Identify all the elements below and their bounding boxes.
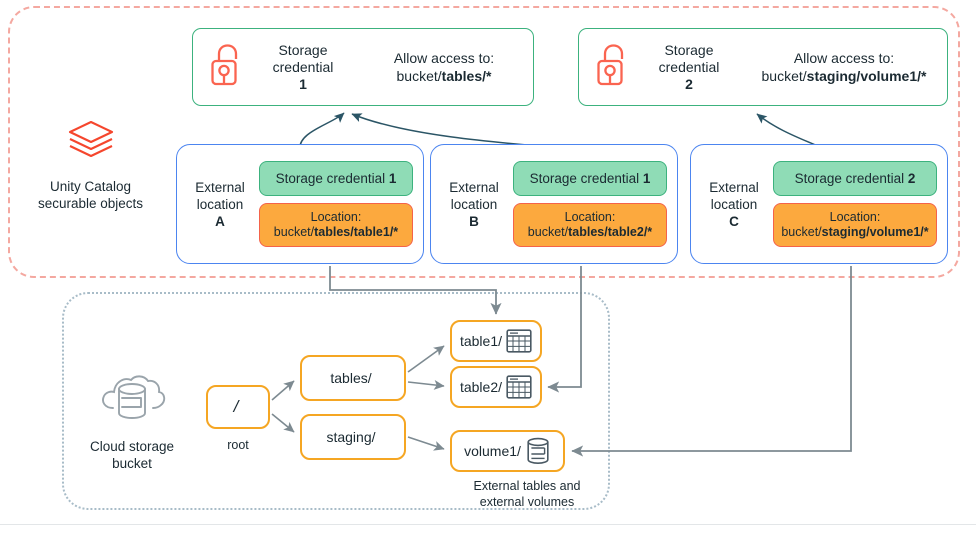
external-location-label-a: External location A [181, 179, 259, 230]
external-location-label-b: External location B [435, 179, 513, 230]
location-chip-bold-a: tables/table1/* [314, 225, 399, 239]
cloud-storage-legend: Cloud storage bucket [52, 368, 212, 472]
location-chip-path-c: bucket/staging/volume1/* [778, 225, 932, 240]
location-chip-label-b: Location: [564, 210, 616, 224]
databricks-layers-icon [18, 118, 163, 169]
bucket-root-caption: root [227, 438, 249, 452]
bucket-node-root-label: / [233, 397, 239, 416]
location-chip-prefix-c: bucket/ [781, 225, 822, 239]
external-location-name-b: B [469, 213, 479, 229]
table-grid-icon [506, 329, 532, 353]
location-chip-prefix-b: bucket/ [527, 225, 569, 239]
table-grid-icon [506, 375, 532, 399]
credential-path-prefix-1: bucket/ [396, 68, 442, 84]
credential-path-prefix-2: bucket/ [761, 68, 807, 84]
credential-title-1: Storage credential 1 [251, 42, 355, 93]
location-chip-prefix-a: bucket/ [273, 225, 315, 239]
credential-allow-block-1: Allow access to: bucket/tables/* [355, 49, 533, 85]
location-chip-c[interactable]: Location: bucket/staging/volume1/* [773, 203, 937, 247]
location-chip-bold-b: tables/table2/* [568, 225, 653, 239]
external-location-line1: External [195, 179, 245, 195]
open-padlock-icon [209, 43, 243, 92]
bucket-node-volume1[interactable]: volume1/ [450, 430, 565, 472]
credential-chip-prefix-a: Storage credential [275, 171, 389, 186]
credential-allow-path-1: bucket/tables/* [363, 67, 525, 85]
external-location-stack-c: Storage credential 2 Location: bucket/st… [773, 152, 947, 256]
storage-credential-card-2[interactable]: Storage credential 2 Allow access to: bu… [578, 28, 948, 106]
cloud-database-icon [52, 368, 212, 429]
open-padlock-icon [595, 43, 629, 92]
unity-catalog-legend-line1: Unity Catalog [49, 179, 132, 194]
external-location-label-c: External location C [695, 179, 773, 230]
credential-number-2: 2 [685, 75, 693, 92]
external-location-stack-a: Storage credential 1 Location: bucket/ta… [259, 152, 423, 256]
bucket-node-table2-label: table2/ [459, 379, 503, 395]
location-chip-b[interactable]: Location: bucket/tables/table2/* [513, 203, 667, 247]
bucket-node-tables[interactable]: tables/ [300, 355, 406, 401]
credential-chip-number-c: 2 [907, 171, 916, 186]
external-location-stack-b: Storage credential 1 Location: bucket/ta… [513, 152, 677, 256]
bucket-node-table2[interactable]: table2/ [450, 366, 542, 408]
credential-chip-c[interactable]: Storage credential 2 [773, 161, 937, 196]
credential-chip-number-b: 1 [642, 171, 651, 186]
bottom-divider [0, 524, 976, 525]
location-chip-path-b: bucket/tables/table2/* [518, 225, 662, 240]
credential-chip-a[interactable]: Storage credential 1 [259, 161, 413, 196]
external-tables-volumes-caption: External tables and external volumes [432, 478, 622, 510]
external-location-card-c[interactable]: External location C Storage credential 2… [690, 144, 948, 264]
cloud-storage-legend-line1: Cloud storage [89, 439, 175, 454]
credential-chip-prefix-c: Storage credential [794, 171, 908, 186]
bucket-node-staging-label: staging/ [326, 429, 376, 445]
credential-chip-number-a: 1 [388, 171, 397, 186]
credential-title-line1: Storage [664, 41, 714, 58]
external-location-card-a[interactable]: External location A Storage credential 1… [176, 144, 424, 264]
credential-chip-b[interactable]: Storage credential 1 [513, 161, 667, 196]
location-chip-label-c: Location: [829, 210, 881, 224]
credential-allow-path-2: bucket/staging/volume1/* [749, 67, 939, 85]
location-chip-label-a: Location: [310, 210, 362, 224]
external-location-line1: External [449, 179, 499, 195]
bucket-node-table1[interactable]: table1/ [450, 320, 542, 362]
external-location-name-c: C [729, 213, 739, 229]
database-cylinder-icon [525, 437, 551, 465]
credential-title-2: Storage credential 2 [637, 42, 741, 93]
external-location-line1: External [709, 179, 759, 195]
external-caption-line1: External tables and [473, 479, 581, 493]
external-location-card-b[interactable]: External location B Storage credential 1… [430, 144, 678, 264]
credential-allow-label-1: Allow access to: [393, 50, 495, 66]
credential-title-line1: Storage [278, 41, 328, 58]
credential-title-line2: credential [272, 58, 334, 75]
credential-chip-prefix-b: Storage credential [529, 171, 643, 186]
bucket-node-root[interactable]: / [206, 385, 270, 429]
storage-credential-card-1[interactable]: Storage credential 1 Allow access to: bu… [192, 28, 534, 106]
cloud-storage-legend-line2: bucket [112, 456, 152, 471]
bucket-node-staging[interactable]: staging/ [300, 414, 406, 460]
bucket-node-volume1-label: volume1/ [464, 443, 521, 459]
credential-path-bold-2: staging/volume1/* [806, 68, 927, 84]
external-location-line2: location [710, 196, 758, 212]
external-location-name-a: A [215, 213, 225, 229]
credential-allow-label-2: Allow access to: [793, 50, 895, 66]
location-chip-path-a: bucket/tables/table1/* [264, 225, 408, 240]
credential-path-bold-1: tables/* [441, 68, 492, 84]
credential-allow-block-2: Allow access to: bucket/staging/volume1/… [741, 49, 947, 85]
bucket-node-table1-label: table1/ [459, 333, 503, 349]
location-chip-a[interactable]: Location: bucket/tables/table1/* [259, 203, 413, 247]
credential-number-1: 1 [299, 75, 307, 92]
bucket-node-tables-label: tables/ [330, 370, 372, 386]
unity-catalog-legend-line2: securable objects [37, 196, 144, 211]
arrow-location-c-to-volume1 [571, 266, 852, 457]
credential-title-line2: credential [658, 58, 720, 75]
external-caption-line2: external volumes [479, 495, 575, 509]
external-location-line2: location [196, 196, 244, 212]
location-chip-bold-c: staging/volume1/* [821, 225, 929, 239]
external-location-line2: location [450, 196, 498, 212]
unity-catalog-legend: Unity Catalog securable objects [18, 118, 163, 212]
